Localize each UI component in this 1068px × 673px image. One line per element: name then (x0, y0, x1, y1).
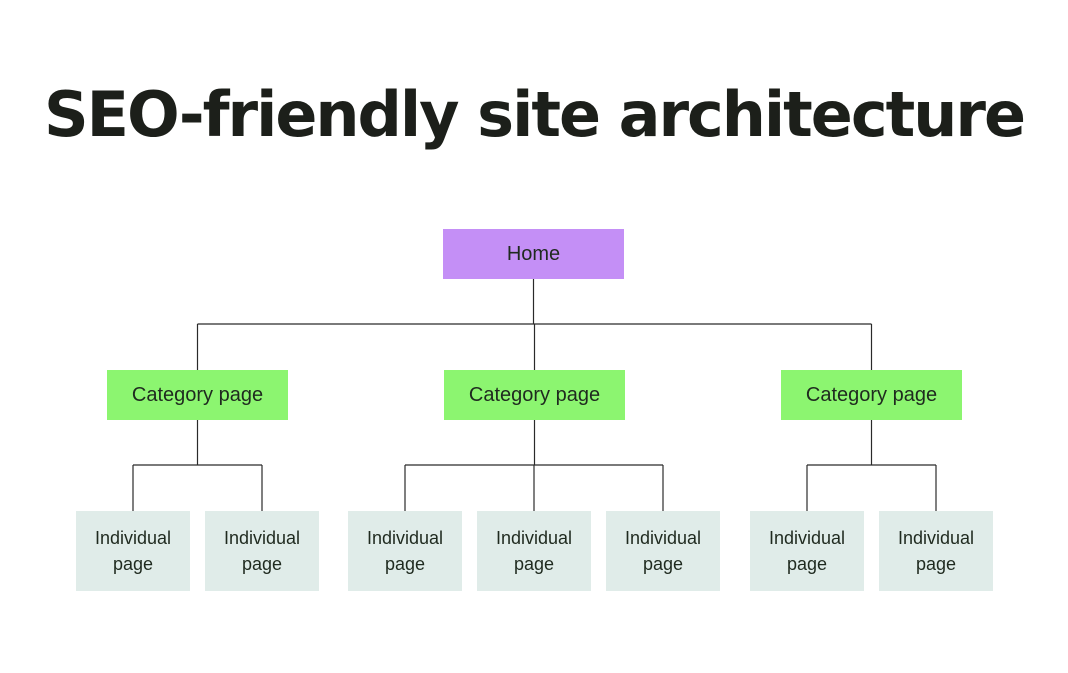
individual-page-node: Individual page (76, 511, 190, 591)
category-page-node: Category page (781, 370, 962, 420)
individual-page-node: Individual page (477, 511, 591, 591)
individual-page-node: Individual page (348, 511, 462, 591)
diagram-title: SEO-friendly site architecture (43, 78, 1026, 151)
individual-page-node: Individual page (879, 511, 993, 591)
individual-page-node: Individual page (205, 511, 319, 591)
category-page-node: Category page (107, 370, 288, 420)
category-page-node: Category page (444, 370, 625, 420)
individual-page-node: Individual page (750, 511, 864, 591)
individual-page-node: Individual page (606, 511, 720, 591)
home-node: Home (443, 229, 624, 279)
